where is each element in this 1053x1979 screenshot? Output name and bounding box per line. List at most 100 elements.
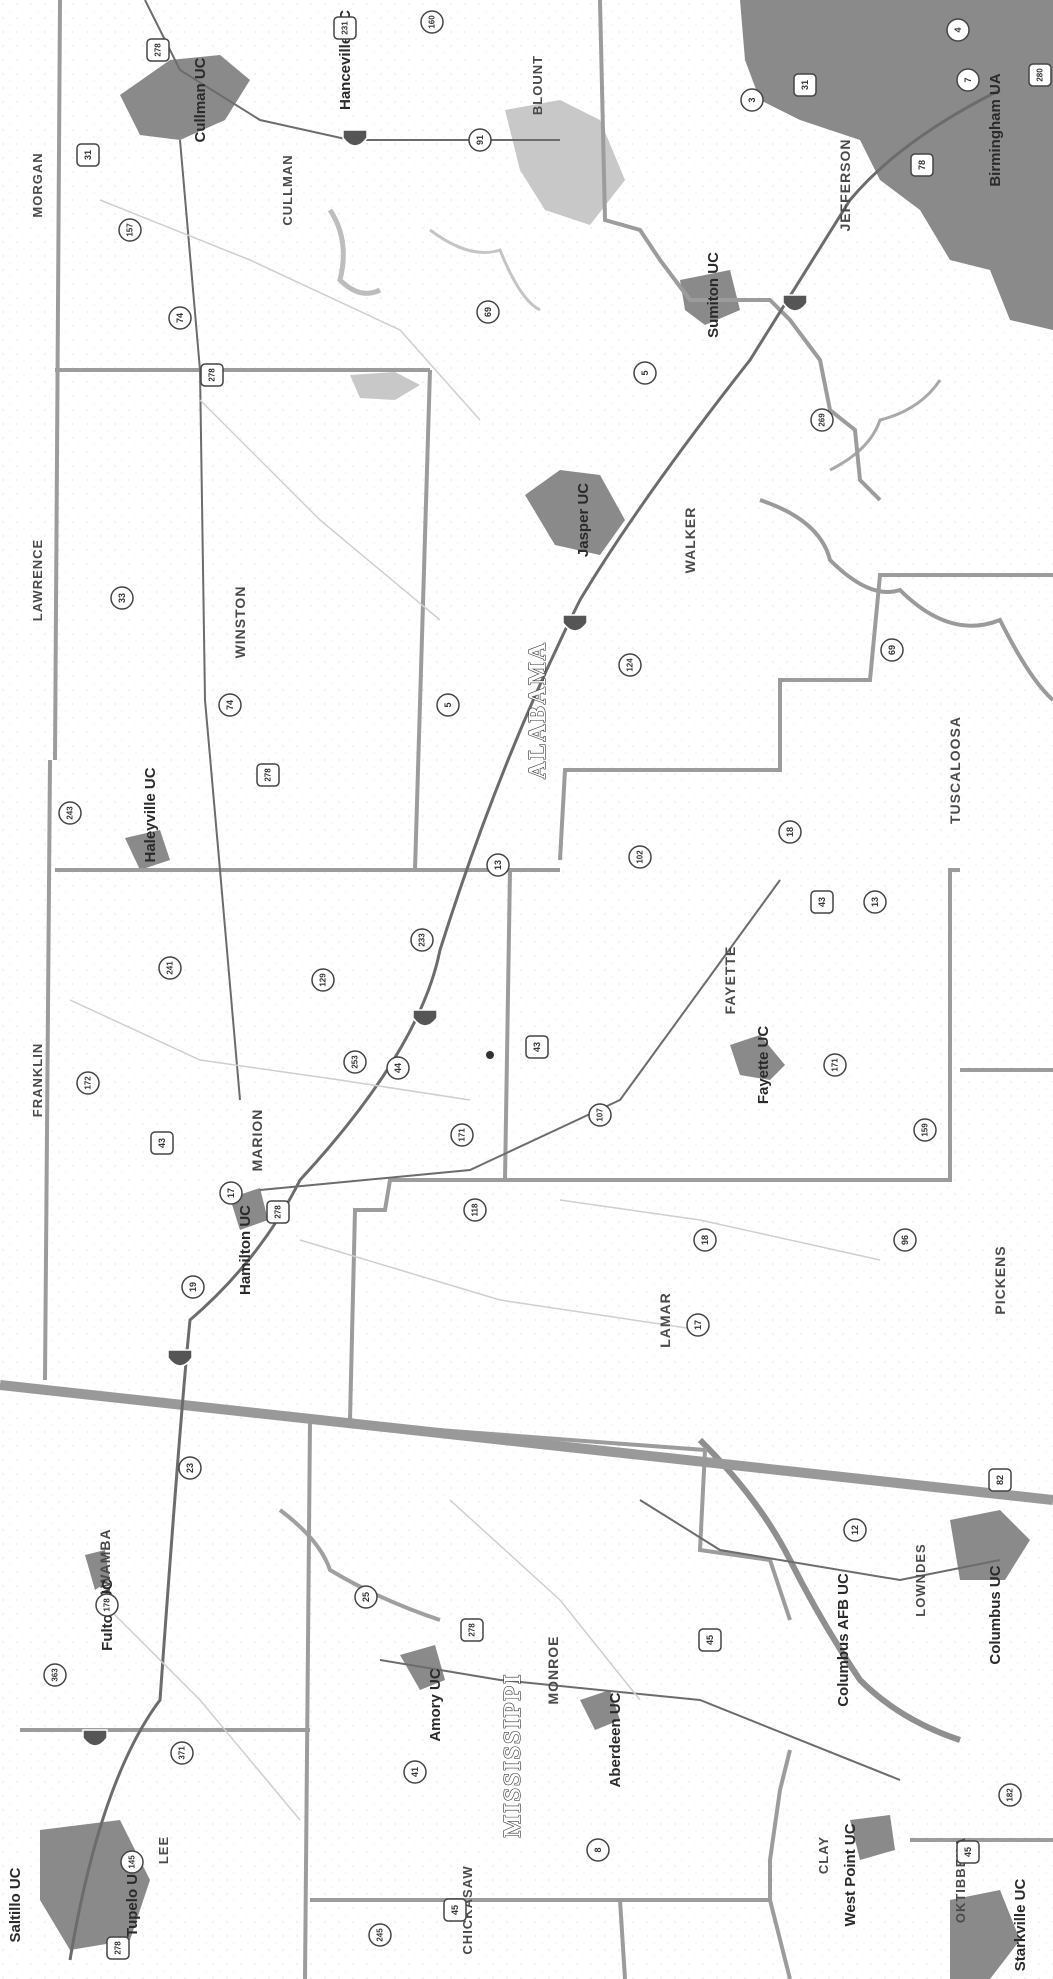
route-number: 245 — [376, 1928, 385, 1942]
state-route-marker-145: 145 — [120, 1850, 144, 1874]
us-route-shield-31: 31 — [76, 143, 100, 167]
state-route-marker-160: 160 — [420, 10, 444, 34]
state-route-marker-icon — [158, 956, 182, 980]
state-route-marker-91: 91 — [468, 128, 492, 152]
border-walker-tuscaloosa — [558, 573, 1053, 861]
route-number: 4 — [953, 27, 963, 32]
highway-i22-corridor — [68, 88, 1001, 1961]
river-black-warrior — [759, 498, 1053, 702]
place-label-amory: Amory UC — [427, 1668, 444, 1742]
interstate-shield-icon — [782, 294, 808, 312]
us-route-shield-icon — [460, 1618, 484, 1642]
state-route-marker-33: 33 — [110, 586, 134, 610]
county-label-lee: LEE — [156, 1836, 171, 1864]
route-number: 118 — [471, 1203, 480, 1216]
county-label-winston: WINSTON — [232, 586, 248, 659]
state-route-marker-5: 5 — [633, 361, 657, 385]
route-number: 159 — [921, 1123, 930, 1137]
route-number: 278 — [264, 768, 273, 782]
state-route-marker-icon — [95, 1593, 119, 1617]
road-minor-4 — [559, 1199, 881, 1261]
interstate-shield-icon — [412, 1009, 438, 1027]
route-number: 91 — [475, 135, 485, 145]
route-number: 269 — [818, 413, 827, 427]
road-minor-6 — [99, 1599, 301, 1821]
border-itawamba-monroe — [303, 1419, 312, 1979]
road-minor-1 — [99, 199, 481, 421]
us-route-shield-280: 280 — [1028, 63, 1052, 87]
place-label-sumiton: Sumiton UC — [705, 252, 722, 338]
state-route-marker-icon — [420, 10, 444, 34]
state-route-marker-44: 44 — [386, 1056, 410, 1080]
route-number: 7 — [963, 77, 973, 82]
state-route-marker-icon — [170, 1741, 194, 1765]
state-route-marker-12: 12 — [843, 1518, 867, 1542]
border-morgan-lawrence — [53, 0, 62, 761]
state-route-marker-icon — [386, 1056, 410, 1080]
state-route-marker-icon — [403, 1760, 427, 1784]
route-number: 160 — [428, 15, 437, 29]
road-minor-3 — [69, 999, 471, 1101]
route-number: 243 — [66, 806, 75, 820]
minor-roads — [69, 199, 881, 1821]
state-route-marker-icon — [778, 820, 802, 844]
border-walker-jefferson — [598, 0, 882, 502]
urban-tupelo — [40, 1820, 150, 1950]
state-route-marker-182: 182 — [998, 1783, 1022, 1807]
us-route-shield-278: 278 — [266, 1200, 290, 1224]
route-number: 280 — [1036, 68, 1045, 82]
county-label-lowndes: LOWNDES — [913, 1543, 928, 1616]
state-route-marker-74: 74 — [218, 693, 242, 717]
county-label-itawamba: ITAWAMBA — [97, 1528, 113, 1611]
route-number: 82 — [995, 1475, 1005, 1485]
highway-us82 — [639, 1499, 1001, 1582]
border-monroe-lowndes — [304, 1418, 792, 1621]
border-marion-fayette — [503, 869, 512, 1181]
state-route-marker-23: 23 — [178, 1456, 202, 1480]
state-route-marker-69: 69 — [476, 300, 500, 324]
route-number: 44 — [393, 1063, 403, 1073]
route-number: 124 — [626, 658, 635, 672]
place-label-haleyville: Haleyville UC — [142, 767, 159, 862]
county-label-franklin: FRANKLIN — [30, 1043, 45, 1117]
state-route-marker-icon — [618, 653, 642, 677]
river-tombigbee-south — [697, 1437, 961, 1743]
state-route-marker-icon — [168, 306, 192, 330]
state-route-marker-icon — [468, 128, 492, 152]
route-number: 17 — [226, 1188, 236, 1198]
border-fayette-lamar — [505, 868, 960, 1182]
state-route-marker-icon — [118, 218, 142, 242]
us-route-shield-icon — [333, 16, 357, 40]
state-route-marker-233: 233 — [410, 928, 434, 952]
state-route-marker-107: 107 — [588, 1103, 612, 1127]
us-route-shield-icon — [956, 1840, 980, 1864]
interstate-shield-icon — [562, 614, 588, 632]
route-number: 41 — [410, 1767, 420, 1777]
route-number: 171 — [458, 1128, 467, 1142]
place-label-starkville: Starkville UC — [1012, 1879, 1029, 1972]
state-route-marker-icon — [740, 88, 764, 112]
state-route-marker-96: 96 — [893, 1228, 917, 1252]
route-number: 31 — [83, 150, 93, 160]
state-route-marker-17: 17 — [686, 1313, 710, 1337]
river-sipsey — [327, 208, 382, 296]
state-route-marker-icon — [588, 1103, 612, 1127]
state-route-marker-icon — [586, 1838, 610, 1862]
state-route-marker-icon — [843, 1518, 867, 1542]
state-route-marker-icon — [810, 408, 834, 432]
route-number: 5 — [443, 702, 453, 707]
county-borders — [20, 0, 1053, 1979]
route-number: 3 — [747, 97, 757, 102]
us-route-shield-82: 82 — [988, 1468, 1012, 1492]
state-route-marker-19: 19 — [181, 1275, 205, 1299]
us-route-shield-43: 43 — [525, 1035, 549, 1059]
road-minor-7 — [449, 1499, 641, 1701]
county-labels: MORGAN LAWRENCE FRANKLIN CULLMAN BLOUNT … — [30, 55, 1008, 1955]
route-number: 102 — [636, 850, 645, 864]
us-route-shield-278: 278 — [256, 763, 280, 787]
state-border-al-ms — [0, 1380, 1053, 1505]
route-number: 31 — [800, 80, 810, 90]
us-route-shield-231: 231 — [333, 16, 357, 40]
